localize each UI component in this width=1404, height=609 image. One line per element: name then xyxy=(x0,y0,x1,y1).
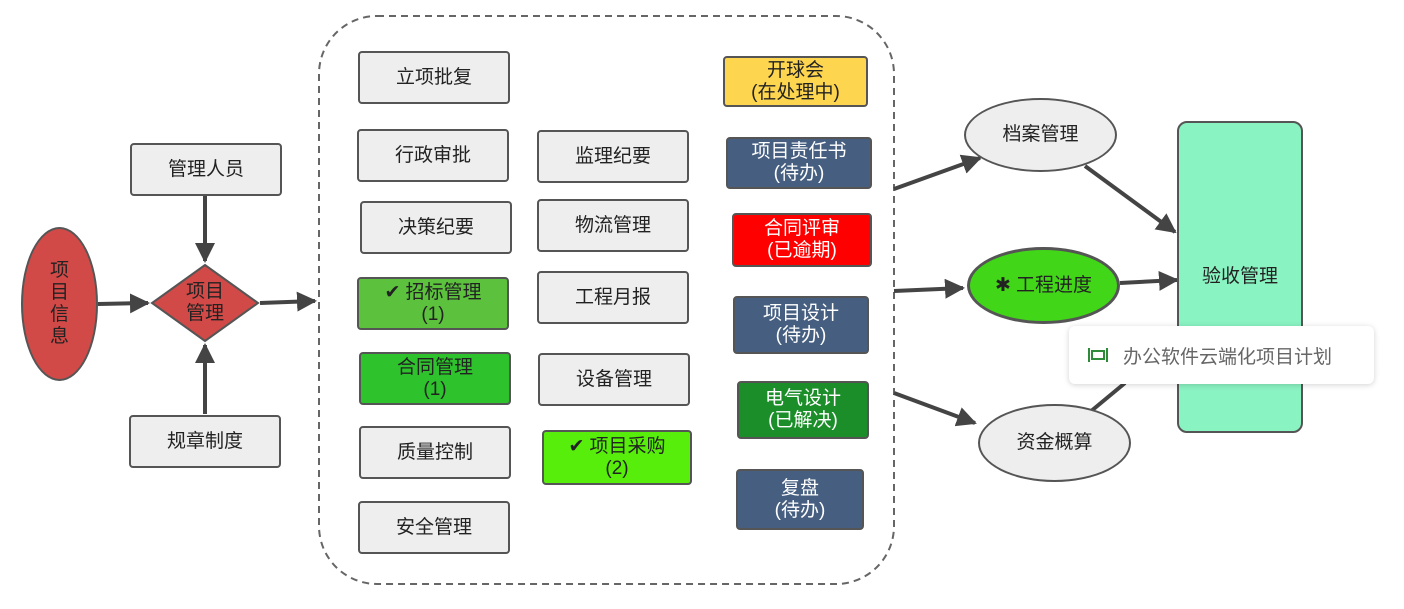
node-label: 管理 xyxy=(185,303,224,324)
check-icon: ✔ xyxy=(384,281,401,303)
node-label: 验收管理 xyxy=(1201,266,1278,287)
arrow-budget-to-acceptance xyxy=(1088,381,1127,414)
node-status: (已逾期) xyxy=(767,240,837,261)
gantt-icon xyxy=(1088,348,1108,362)
node-admin-review[interactable]: 行政审批 xyxy=(357,129,509,182)
node-label: 开球会 xyxy=(766,59,824,81)
node-approval[interactable]: 立项批复 xyxy=(358,51,510,104)
node-kickoff[interactable]: 开球会 (在处理中) xyxy=(723,56,868,107)
node-label-line: ✔招标管理 xyxy=(385,282,482,304)
node-label: 项目 xyxy=(185,281,224,302)
arrow-progress-to-acceptance xyxy=(1119,270,1179,291)
node-label: 招标管理 xyxy=(405,281,482,303)
project-management-diamond xyxy=(150,263,260,343)
node-label: 管理人员 xyxy=(167,158,244,180)
node-label: 质量控制 xyxy=(396,441,473,463)
node-management-staff[interactable]: 管理人员 xyxy=(130,143,282,196)
node-status: (待办) xyxy=(773,163,825,184)
node-count: (2) xyxy=(605,457,629,479)
node-project-info[interactable]: 项 目 信 息 xyxy=(21,227,98,381)
task-tooltip[interactable]: 办公软件云端化项目计划 xyxy=(1069,326,1374,384)
node-equipment[interactable]: 设备管理 xyxy=(538,353,690,406)
node-safety[interactable]: 安全管理 xyxy=(358,501,510,554)
arrow-group-to-progress xyxy=(893,278,965,299)
node-progress[interactable]: ✱工程进度 xyxy=(967,247,1120,324)
node-quality[interactable]: 质量控制 xyxy=(359,426,511,479)
arrow-archives-to-acceptance xyxy=(1083,164,1177,234)
arrow-group-to-budget xyxy=(893,391,977,427)
node-electrical[interactable]: 电气设计 (已解决) xyxy=(737,381,869,439)
node-status: (待办) xyxy=(774,499,826,521)
node-label: 规章制度 xyxy=(166,430,243,452)
node-count: (1) xyxy=(423,378,447,400)
node-label: 项目采购 xyxy=(589,435,666,457)
node-label: 项目责任书 xyxy=(751,141,847,162)
asterisk-icon: ✱ xyxy=(995,274,1011,296)
tooltip-text: 办公软件云端化项目计划 xyxy=(1123,346,1333,368)
node-label: 合同评审 xyxy=(763,218,840,239)
node-label: 息 xyxy=(49,326,69,347)
node-label: 决策纪要 xyxy=(397,216,474,238)
node-label: 安全管理 xyxy=(395,516,472,538)
node-status: (已解决) xyxy=(768,410,838,431)
node-label: 档案管理 xyxy=(1002,124,1079,145)
node-count: (1) xyxy=(421,303,445,325)
node-label: 目 xyxy=(49,282,69,303)
node-label: 立项批复 xyxy=(395,66,472,88)
node-label: 复盘 xyxy=(780,477,819,499)
node-procurement[interactable]: ✔项目采购 (2) xyxy=(542,430,692,485)
node-label: 设备管理 xyxy=(575,368,652,390)
node-label-line: ✱工程进度 xyxy=(995,275,1092,297)
node-bidding[interactable]: ✔招标管理 (1) xyxy=(357,277,509,330)
arrow-info-to-management xyxy=(97,293,150,314)
arrow-group-to-archives xyxy=(893,154,982,191)
node-label: 资金概算 xyxy=(1016,432,1093,453)
process-group-frame xyxy=(318,15,895,585)
node-label: 监理纪要 xyxy=(574,145,651,167)
node-supervision[interactable]: 监理纪要 xyxy=(537,130,689,183)
node-label-line: ✔项目采购 xyxy=(569,436,666,458)
node-label: 工程进度 xyxy=(1015,274,1092,296)
arrow-management-to-group xyxy=(259,291,317,312)
node-logistics[interactable]: 物流管理 xyxy=(537,199,689,252)
node-label: 项 xyxy=(49,260,69,281)
node-rules[interactable]: 规章制度 xyxy=(129,415,281,468)
check-icon: ✔ xyxy=(568,435,585,457)
node-label: 电气设计 xyxy=(764,388,841,409)
node-label: 合同管理 xyxy=(396,356,473,378)
node-label: 物流管理 xyxy=(574,214,651,236)
node-label: 行政审批 xyxy=(394,144,471,166)
node-status: (待办) xyxy=(775,325,827,346)
node-label: 信 xyxy=(49,304,69,325)
node-contract-mgmt[interactable]: 合同管理 (1) xyxy=(359,352,511,405)
node-budget[interactable]: 资金概算 xyxy=(978,404,1131,482)
node-design[interactable]: 项目设计 (待办) xyxy=(733,296,869,354)
node-acceptance[interactable]: 验收管理 xyxy=(1177,121,1303,433)
node-monthly-report[interactable]: 工程月报 xyxy=(537,271,689,324)
node-decision-minutes[interactable]: 决策纪要 xyxy=(360,201,512,254)
node-review[interactable]: 复盘 (待办) xyxy=(736,469,864,530)
node-label: 项目设计 xyxy=(762,303,839,324)
node-project-management[interactable]: 项目 管理 xyxy=(160,273,250,333)
node-label: 工程月报 xyxy=(574,286,651,308)
node-status: (在处理中) xyxy=(751,81,840,103)
node-archives[interactable]: 档案管理 xyxy=(964,98,1117,172)
node-responsibility[interactable]: 项目责任书 (待办) xyxy=(726,137,872,189)
node-contract-review[interactable]: 合同评审 (已逾期) xyxy=(732,213,872,267)
